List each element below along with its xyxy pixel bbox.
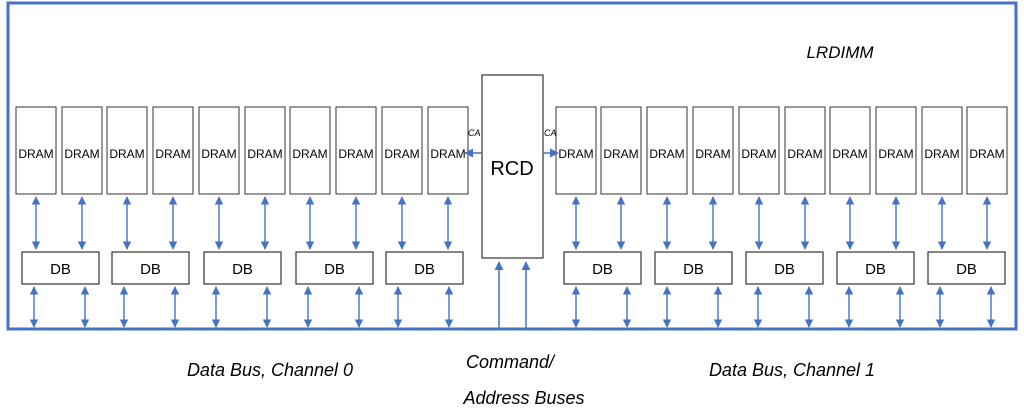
dram-label: DRAM bbox=[603, 147, 638, 161]
data-buffer bbox=[745, 251, 824, 285]
dram-chip bbox=[427, 106, 469, 195]
dram-chip bbox=[335, 106, 377, 195]
data-buffer-label: DB bbox=[865, 261, 886, 278]
module-title: LRDIMM bbox=[806, 43, 874, 62]
rcd-label: RCD bbox=[490, 158, 533, 180]
data-buffer-label: DB bbox=[140, 261, 161, 278]
data-buffer bbox=[385, 251, 464, 285]
dram-chip bbox=[152, 106, 194, 195]
data-buffer-label: DB bbox=[324, 261, 345, 278]
dram-label: DRAM bbox=[338, 147, 373, 161]
dram-chip bbox=[289, 106, 331, 195]
data-buffer bbox=[563, 251, 642, 285]
dram-label: DRAM bbox=[18, 147, 53, 161]
arrows-layer bbox=[29, 196, 996, 328]
dram-chip bbox=[198, 106, 240, 195]
dram-chip bbox=[738, 106, 780, 195]
dram-label: DRAM bbox=[201, 147, 236, 161]
label-channel0: Data Bus, Channel 0 bbox=[187, 360, 353, 380]
dram-chip bbox=[921, 106, 963, 195]
dram-chip bbox=[61, 106, 103, 195]
data-buffer bbox=[203, 251, 282, 285]
data-buffer bbox=[927, 251, 1006, 285]
dram-label: DRAM bbox=[832, 147, 867, 161]
dram-chip bbox=[381, 106, 423, 195]
data-buffer bbox=[295, 251, 374, 285]
dram-label: DRAM bbox=[969, 147, 1004, 161]
data-buffer bbox=[111, 251, 190, 285]
dram-chip bbox=[875, 106, 917, 195]
dram-label: DRAM bbox=[155, 147, 190, 161]
dram-label: DRAM bbox=[384, 147, 419, 161]
dram-label: DRAM bbox=[64, 147, 99, 161]
dram-label: DRAM bbox=[878, 147, 913, 161]
dram-label: DRAM bbox=[695, 147, 730, 161]
label-command-line2: Address Buses bbox=[462, 388, 584, 408]
rcd-box bbox=[481, 74, 544, 259]
data-buffer-label: DB bbox=[50, 261, 71, 278]
dram-chip bbox=[244, 106, 286, 195]
data-buffer-label: DB bbox=[232, 261, 253, 278]
dram-label: DRAM bbox=[741, 147, 776, 161]
dram-label: DRAM bbox=[924, 147, 959, 161]
dram-chip bbox=[600, 106, 642, 195]
module-border bbox=[6, 1, 1018, 331]
data-buffer bbox=[21, 251, 100, 285]
data-buffer-label: DB bbox=[592, 261, 613, 278]
ca-label-right: CA bbox=[544, 128, 557, 138]
data-buffer-label: DB bbox=[414, 261, 435, 278]
dram-label: DRAM bbox=[109, 147, 144, 161]
dram-label: DRAM bbox=[558, 147, 593, 161]
dram-chip bbox=[966, 106, 1008, 195]
dram-chip bbox=[692, 106, 734, 195]
data-buffer-label: DB bbox=[683, 261, 704, 278]
dram-chip bbox=[829, 106, 871, 195]
db-row: DB DB DB DB DB DB DB DB DB DB bbox=[21, 251, 1006, 285]
data-buffer-label: DB bbox=[956, 261, 977, 278]
dram-chip bbox=[106, 106, 148, 195]
data-buffer bbox=[654, 251, 733, 285]
dram-label: DRAM bbox=[430, 147, 465, 161]
dram-label: DRAM bbox=[247, 147, 282, 161]
dram-chip bbox=[784, 106, 826, 195]
dram-row: DRAM DRAM DRAM DRAM DRAM DRAM DRAM DRAM DRAM DRAM… bbox=[15, 106, 1008, 195]
data-buffer bbox=[836, 251, 915, 285]
dram-label: DRAM bbox=[787, 147, 822, 161]
dram-chip bbox=[15, 106, 57, 195]
dram-label: DRAM bbox=[292, 147, 327, 161]
dram-label: DRAM bbox=[649, 147, 684, 161]
ca-label-left: CA bbox=[468, 128, 481, 138]
label-channel1: Data Bus, Channel 1 bbox=[709, 360, 875, 380]
label-command-line1: Command/ bbox=[466, 352, 556, 372]
data-buffer-label: DB bbox=[774, 261, 795, 278]
dram-chip bbox=[646, 106, 688, 195]
